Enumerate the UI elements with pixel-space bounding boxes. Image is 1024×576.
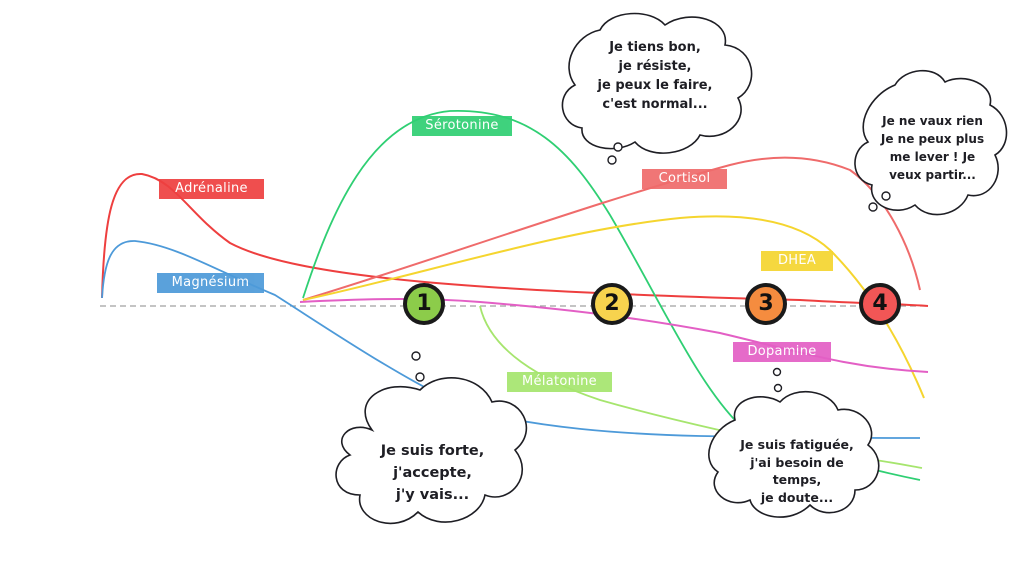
cloud-phase3 xyxy=(708,390,880,518)
cloud-phase1 xyxy=(335,377,528,525)
label-dhea: DHEA xyxy=(761,251,833,271)
cloud-phase2 xyxy=(561,12,753,154)
label-magnesium: Magnésium xyxy=(157,273,264,293)
serotonine-curve xyxy=(302,110,746,431)
thought-text-phase4: Je ne vaux rien Je ne peux plus me lever… xyxy=(880,114,985,182)
bubble-dot xyxy=(613,142,623,152)
label-adrenaline: Adrénaline xyxy=(159,179,264,199)
label-cortisol: Cortisol xyxy=(642,169,727,189)
bubble-dot xyxy=(411,351,421,361)
label-dopamine: Dopamine xyxy=(733,342,831,362)
bubble-dot xyxy=(773,383,783,393)
bubble-dot xyxy=(607,155,617,165)
bubble-dot xyxy=(772,367,782,377)
thought-text-phase2: Je tiens bon, je résiste, je peux le fai… xyxy=(597,40,713,112)
label-melatonine: Mélatonine xyxy=(507,372,612,392)
phase-marker-3: 3 xyxy=(745,283,787,325)
cortisol-curve xyxy=(302,156,921,301)
cloud-phase4 xyxy=(854,69,1008,216)
adrenaline-curve xyxy=(101,172,929,307)
phase-marker-1: 1 xyxy=(403,283,445,325)
thought-text-phase3: Je suis fatiguée, j'ai besoin de temps, … xyxy=(740,437,854,505)
bubble-dot xyxy=(415,372,425,382)
label-serotonine: Sérotonine xyxy=(412,116,512,136)
phase-marker-2: 2 xyxy=(591,283,633,325)
bubble-dot xyxy=(868,202,878,212)
thought-text-phase1: Je suis forte, j'accepte, j'y vais... xyxy=(380,443,485,503)
bubble-dot xyxy=(881,191,891,201)
phase-marker-4: 4 xyxy=(859,283,901,325)
